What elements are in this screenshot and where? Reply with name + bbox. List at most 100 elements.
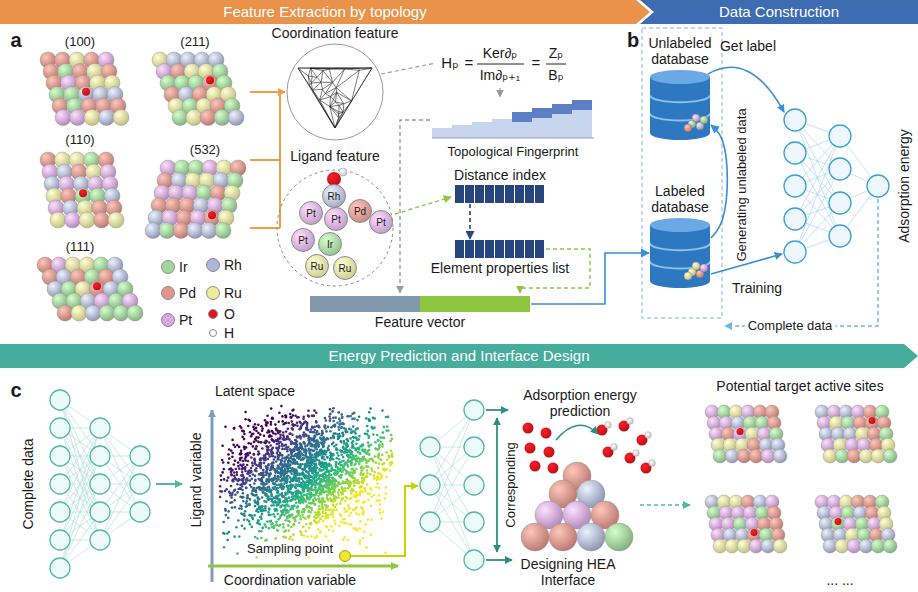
latent-scatter	[243, 513, 246, 516]
latent-scatter	[254, 478, 257, 481]
latent-scatter	[287, 490, 290, 493]
latent-scatter	[263, 435, 266, 438]
latent-scatter	[334, 483, 337, 486]
latent-scatter	[243, 438, 246, 441]
latent-scatter	[242, 500, 245, 503]
fingerprint-histogram	[432, 100, 594, 138]
latent-scatter	[295, 483, 298, 486]
latent-scatter	[286, 500, 289, 503]
latent-scatter	[301, 511, 304, 514]
latent-scatter	[246, 494, 249, 497]
latent-scatter	[377, 467, 380, 470]
latent-scatter	[367, 430, 370, 433]
latent-scatter	[279, 433, 282, 436]
latent-scatter	[340, 427, 343, 430]
latent-scatter	[261, 513, 264, 516]
latent-scatter	[358, 463, 361, 466]
ligand-cluster	[277, 168, 393, 286]
latent-scatter	[314, 446, 317, 449]
latent-scatter	[328, 487, 331, 490]
latent-scatter	[267, 511, 270, 514]
latent-scatter	[329, 513, 332, 516]
latent-scatter	[308, 452, 311, 455]
latent-scatter	[352, 444, 355, 447]
latent-scatter	[347, 415, 350, 418]
latent-scatter	[302, 469, 305, 472]
latent-scatter	[291, 514, 294, 517]
flow-arrow	[708, 67, 784, 112]
latent-scatter	[313, 503, 316, 506]
latent-scatter	[302, 490, 305, 493]
neural-network	[829, 125, 851, 147]
latent-scatter	[252, 494, 255, 497]
latent-scatter	[360, 469, 363, 472]
fingerprint-histogram	[492, 119, 512, 138]
latent-scatter	[332, 436, 335, 439]
latent-scatter	[237, 519, 240, 522]
surface-slab	[99, 110, 115, 126]
latent-scatter	[376, 483, 379, 486]
latent-scatter	[287, 510, 290, 513]
bracket-line	[276, 159, 280, 161]
latent-scatter	[339, 470, 342, 473]
latent-scatter	[226, 539, 229, 542]
latent-scatter	[315, 411, 318, 414]
latent-scatter	[270, 504, 273, 507]
latent-scatter	[291, 428, 294, 431]
latent-scatter	[358, 435, 361, 438]
latent-scatter	[235, 526, 238, 529]
latent-scatter	[300, 477, 303, 480]
latent-scatter	[341, 416, 344, 419]
latent-scatter	[362, 537, 365, 540]
latent-scatter	[290, 457, 293, 460]
latent-scatter	[268, 474, 271, 477]
latent-scatter	[337, 411, 340, 414]
encoder-network	[50, 446, 70, 466]
latent-scatter	[306, 424, 309, 427]
surface-slab	[201, 223, 217, 239]
latent-scatter	[350, 431, 353, 434]
latent-scatter	[246, 464, 249, 467]
latent-scatter	[341, 432, 344, 435]
latent-scatter	[305, 523, 308, 526]
latent-scatter	[241, 489, 244, 492]
latent-scatter	[330, 473, 333, 476]
latent-scatter	[245, 455, 248, 458]
latent-scatter	[385, 486, 388, 489]
latent-scatter	[289, 463, 292, 466]
latent-scatter	[231, 439, 234, 442]
latent-scatter	[261, 527, 264, 530]
latent-scatter	[298, 522, 301, 525]
latent-scatter	[346, 445, 349, 448]
latent-scatter	[247, 442, 250, 445]
latent-scatter	[277, 471, 280, 474]
latent-scatter	[268, 441, 271, 444]
latent-scatter	[346, 415, 349, 418]
surface-slab	[84, 110, 100, 126]
latent-scatter	[282, 510, 285, 513]
latent-scatter	[325, 504, 328, 507]
latent-scatter	[261, 427, 264, 430]
latent-scatter	[374, 441, 377, 444]
latent-scatter	[271, 430, 274, 433]
latent-scatter	[364, 501, 367, 504]
neural-network	[784, 109, 889, 263]
latent-scatter	[378, 453, 381, 456]
latent-scatter	[281, 492, 284, 495]
latent-scatter	[381, 475, 384, 478]
latent-scatter	[309, 522, 312, 525]
latent-scatter	[239, 452, 242, 455]
neural-network	[784, 175, 806, 197]
latent-scatter	[369, 407, 372, 410]
latent-scatter	[231, 501, 234, 504]
latent-scatter	[331, 516, 334, 519]
latent-scatter	[366, 472, 369, 475]
latent-scatter	[347, 523, 350, 526]
latent-scatter	[259, 516, 262, 519]
latent-scatter	[339, 502, 342, 505]
latent-scatter	[299, 420, 302, 423]
encoder-network	[60, 484, 100, 568]
latent-scatter	[341, 426, 344, 429]
latent-scatter	[325, 430, 328, 433]
latent-scatter	[246, 519, 249, 522]
